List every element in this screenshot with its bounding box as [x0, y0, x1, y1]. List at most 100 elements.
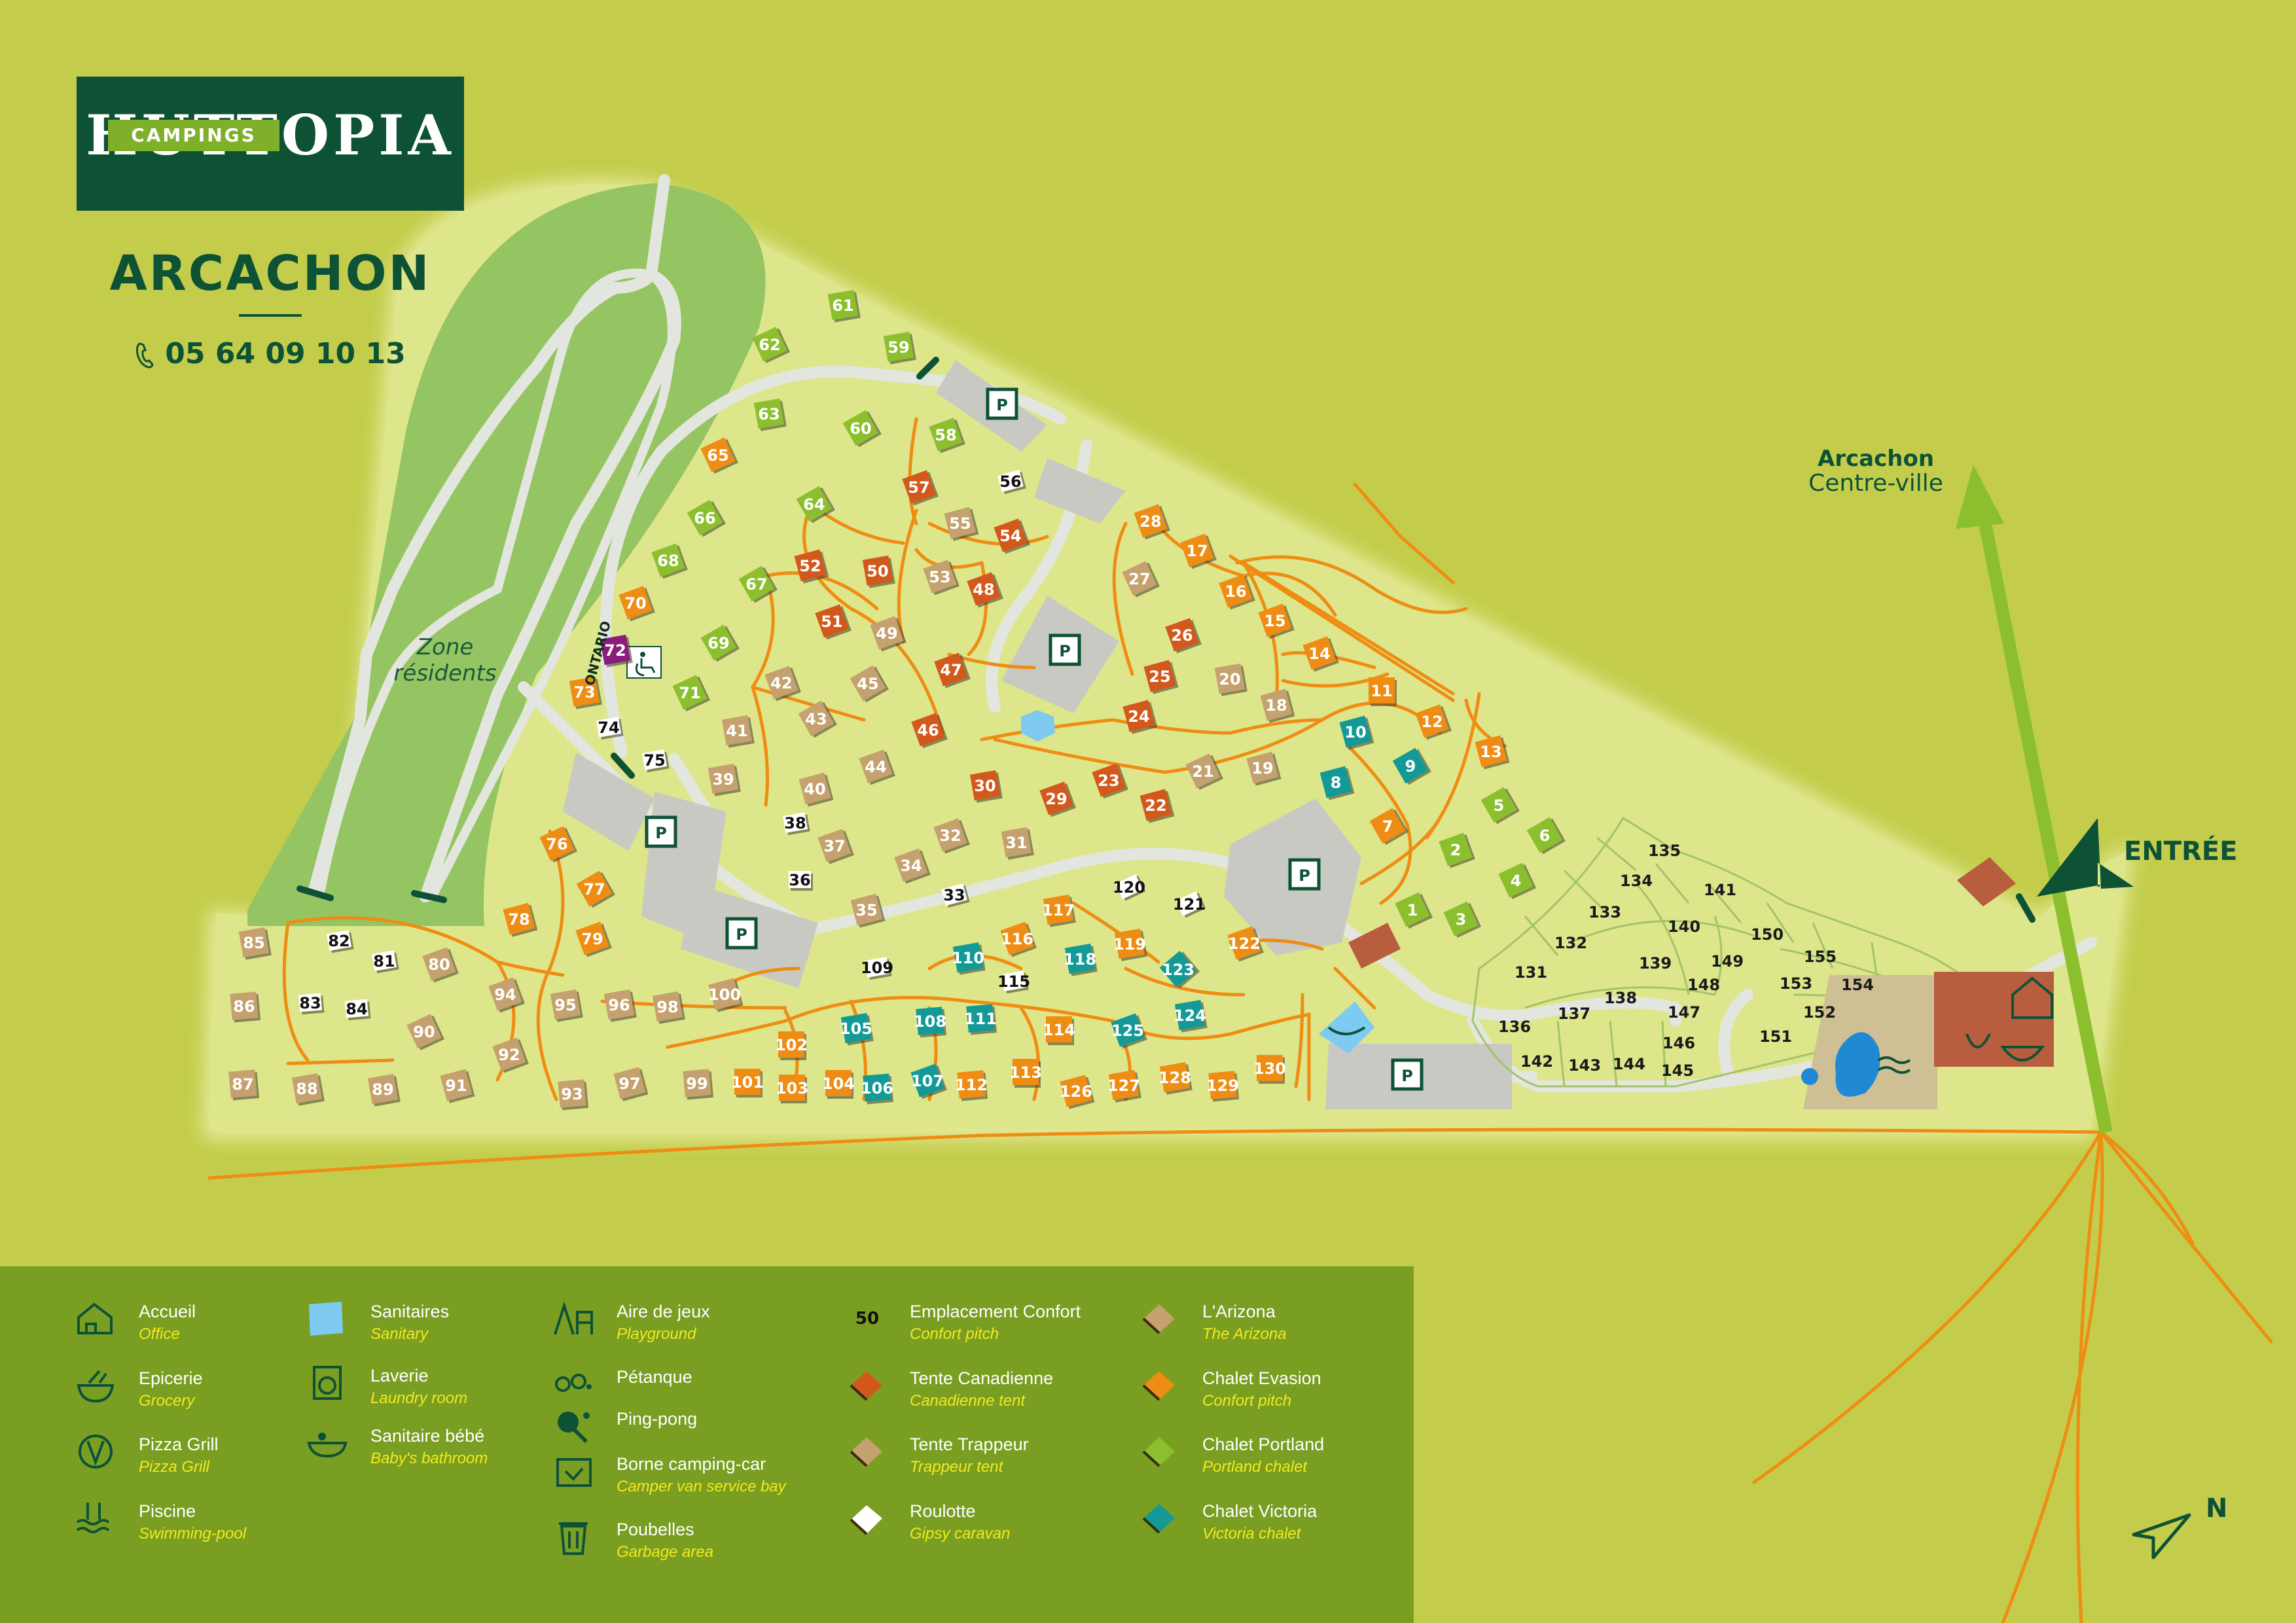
lot-86[interactable]: 86 — [230, 991, 261, 1023]
lot-38[interactable]: 38 — [781, 810, 810, 836]
lot-44[interactable]: 44 — [859, 749, 895, 785]
lot-75[interactable]: 75 — [641, 747, 670, 774]
lot-106[interactable]: 106 — [859, 1073, 895, 1105]
lot-94[interactable]: 94 — [488, 976, 525, 1013]
lot-10[interactable]: 10 — [1339, 715, 1374, 751]
lot-121[interactable]: 121 — [1166, 883, 1213, 926]
lot-22[interactable]: 22 — [1139, 789, 1175, 824]
lot-96[interactable]: 96 — [603, 989, 637, 1022]
lot-14[interactable]: 14 — [1302, 635, 1339, 672]
lot-30[interactable]: 30 — [969, 770, 1003, 803]
lot-16[interactable]: 16 — [1219, 573, 1255, 610]
lot-78[interactable]: 78 — [503, 902, 538, 938]
lot-59[interactable]: 59 — [883, 331, 916, 365]
lot-107[interactable]: 107 — [905, 1061, 950, 1101]
lot-111[interactable]: 111 — [962, 1004, 999, 1035]
lot-129[interactable]: 129 — [1204, 1071, 1241, 1102]
lot-102[interactable]: 102 — [775, 1031, 808, 1060]
lot-55[interactable]: 55 — [944, 507, 979, 542]
lot-155[interactable]: 155 — [1804, 948, 1837, 966]
lot-90[interactable]: 90 — [406, 1013, 444, 1052]
lot-73[interactable]: 73 — [569, 676, 602, 709]
lot-43[interactable]: 43 — [797, 700, 837, 740]
lot-126[interactable]: 126 — [1055, 1074, 1098, 1111]
lot-68[interactable]: 68 — [651, 543, 688, 579]
lot-124[interactable]: 124 — [1170, 999, 1210, 1034]
lot-147[interactable]: 147 — [1668, 1003, 1700, 1022]
lot-21[interactable]: 21 — [1185, 753, 1223, 791]
lot-27[interactable]: 27 — [1121, 560, 1160, 599]
lot-91[interactable]: 91 — [440, 1069, 475, 1104]
lot-1[interactable]: 1 — [1395, 891, 1433, 929]
lot-80[interactable]: 80 — [422, 946, 459, 983]
lot-113[interactable]: 113 — [1009, 1059, 1042, 1088]
lot-132[interactable]: 132 — [1554, 934, 1587, 952]
lot-81[interactable]: 81 — [370, 948, 399, 974]
lot-104[interactable]: 104 — [822, 1070, 855, 1099]
lot-133[interactable]: 133 — [1588, 903, 1621, 921]
lot-84[interactable]: 84 — [344, 998, 371, 1021]
lot-88[interactable]: 88 — [291, 1073, 325, 1106]
lot-123[interactable]: 123 — [1153, 944, 1204, 995]
lot-119[interactable]: 119 — [1110, 928, 1150, 963]
lot-3[interactable]: 3 — [1443, 901, 1481, 938]
lot-87[interactable]: 87 — [228, 1069, 260, 1101]
lot-141[interactable]: 141 — [1704, 881, 1736, 899]
lot-65[interactable]: 65 — [700, 437, 738, 475]
lot-97[interactable]: 97 — [613, 1067, 649, 1102]
lot-152[interactable]: 152 — [1803, 1003, 1836, 1022]
lot-71[interactable]: 71 — [672, 674, 710, 713]
lot-63[interactable]: 63 — [753, 398, 787, 431]
lot-82[interactable]: 82 — [325, 928, 354, 954]
lot-12[interactable]: 12 — [1415, 704, 1452, 740]
lot-53[interactable]: 53 — [923, 559, 960, 596]
lot-114[interactable]: 114 — [1043, 1016, 1075, 1045]
lot-98[interactable]: 98 — [652, 991, 685, 1024]
lot-45[interactable]: 45 — [849, 664, 889, 704]
lot-135[interactable]: 135 — [1648, 842, 1681, 860]
lot-154[interactable]: 154 — [1841, 976, 1874, 994]
lot-28[interactable]: 28 — [1134, 503, 1170, 540]
lot-130[interactable]: 130 — [1253, 1055, 1286, 1084]
lot-33[interactable]: 33 — [939, 881, 970, 910]
lot-145[interactable]: 145 — [1661, 1061, 1694, 1080]
lot-67[interactable]: 67 — [738, 565, 778, 605]
lot-74[interactable]: 74 — [595, 715, 624, 741]
lot-25[interactable]: 25 — [1143, 660, 1179, 695]
lot-42[interactable]: 42 — [764, 665, 801, 702]
lot-18[interactable]: 18 — [1260, 688, 1295, 724]
lot-150[interactable]: 150 — [1751, 925, 1784, 944]
lot-138[interactable]: 138 — [1604, 989, 1637, 1007]
lot-99[interactable]: 99 — [683, 1069, 714, 1100]
lot-105[interactable]: 105 — [836, 1012, 876, 1047]
lot-34[interactable]: 34 — [894, 847, 931, 884]
lot-127[interactable]: 127 — [1104, 1069, 1144, 1104]
lot-89[interactable]: 89 — [367, 1073, 401, 1107]
lot-122[interactable]: 122 — [1222, 924, 1267, 964]
lot-56[interactable]: 56 — [995, 467, 1026, 497]
lot-110[interactable]: 110 — [948, 942, 988, 976]
lot-92[interactable]: 92 — [492, 1037, 529, 1073]
lot-144[interactable]: 144 — [1613, 1055, 1645, 1073]
lot-48[interactable]: 48 — [967, 571, 1003, 608]
lot-40[interactable]: 40 — [798, 772, 834, 808]
lot-139[interactable]: 139 — [1639, 954, 1672, 972]
lot-64[interactable]: 64 — [795, 485, 835, 525]
lot-17[interactable]: 17 — [1180, 533, 1217, 569]
lot-8[interactable]: 8 — [1319, 766, 1355, 801]
lot-69[interactable]: 69 — [700, 624, 740, 664]
lot-60[interactable]: 60 — [842, 409, 882, 449]
lot-142[interactable]: 142 — [1520, 1052, 1553, 1071]
lot-115[interactable]: 115 — [994, 967, 1033, 996]
lot-93[interactable]: 93 — [558, 1079, 589, 1111]
lot-58[interactable]: 58 — [929, 417, 965, 454]
lot-52[interactable]: 52 — [794, 549, 829, 584]
lot-131[interactable]: 131 — [1515, 963, 1547, 982]
lot-72[interactable]: 72 — [600, 634, 633, 668]
lot-15[interactable]: 15 — [1258, 603, 1295, 639]
lot-70[interactable]: 70 — [619, 585, 655, 622]
lot-9[interactable]: 9 — [1392, 747, 1431, 786]
lot-24[interactable]: 24 — [1122, 700, 1158, 735]
lot-120[interactable]: 120 — [1105, 866, 1153, 909]
lot-7[interactable]: 7 — [1369, 807, 1408, 846]
